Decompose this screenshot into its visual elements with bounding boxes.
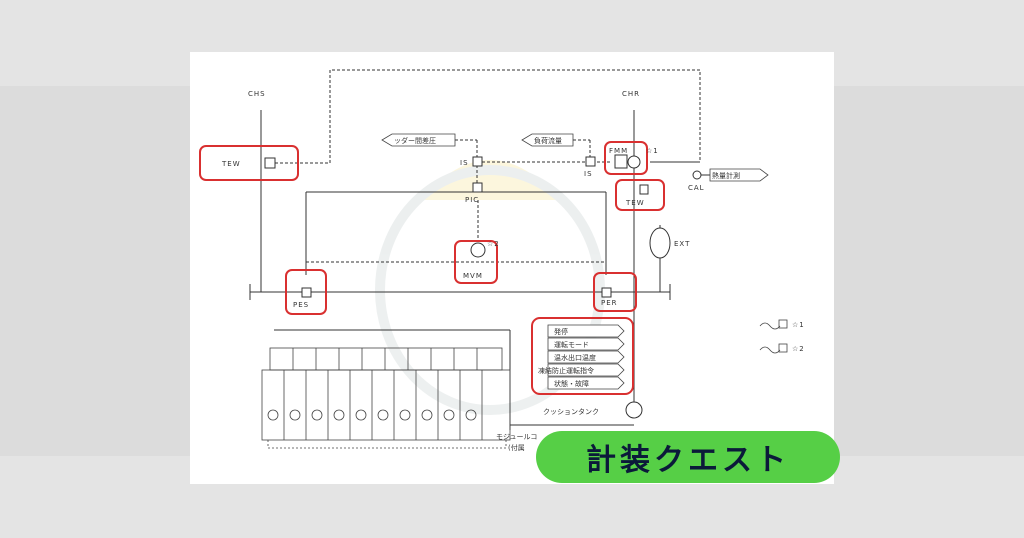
fmm-mark: ☆1 — [646, 147, 659, 155]
status-item-3: 温水出口温度 — [554, 353, 596, 362]
is-right-symbol — [585, 156, 596, 167]
per-symbol — [601, 287, 612, 298]
ext-label: EXT — [674, 240, 690, 248]
pes-symbol — [301, 287, 312, 298]
highlight-tew-left — [199, 145, 299, 181]
brand-badge: 計装クエスト — [536, 431, 840, 483]
status-item-1: 発停 — [554, 327, 568, 336]
status-panel — [547, 324, 625, 390]
fmm-label: FMM — [609, 147, 628, 155]
is-right-label: IS — [584, 170, 593, 178]
tew-right-label: TEW — [625, 199, 645, 207]
legend-mark-2: ☆2 — [792, 345, 805, 353]
status-item-4: 凍結防止運転指令 — [538, 366, 594, 375]
status-item-2: 運転モード — [554, 340, 589, 349]
module-label-line2: (付属 — [508, 443, 525, 452]
cal-symbol — [692, 170, 702, 180]
is-center-label: IS — [460, 159, 469, 167]
fmm-meter — [627, 155, 641, 169]
pic-symbol — [472, 182, 483, 193]
watermark — [375, 160, 605, 415]
chs-label: CHS — [248, 90, 266, 98]
mvm-mark: ☆2 — [487, 240, 500, 248]
status-item-5: 状態・故障 — [554, 379, 589, 388]
heat-metering-label: 熱量計測 — [712, 171, 740, 180]
highlight-status-panel — [531, 317, 634, 395]
pes-label: PES — [293, 301, 309, 309]
cal-label: CAL — [688, 184, 705, 192]
heat-metering-box — [709, 168, 769, 182]
mvm-label: MVM — [463, 272, 483, 280]
tew-right-sensor — [639, 184, 649, 195]
brand-badge-text: 計装クエスト — [586, 443, 790, 478]
cushion-tank-label: クッションタンク — [543, 407, 599, 416]
legend-mark-1: ☆1 — [792, 321, 805, 329]
chr-label: CHR — [622, 90, 640, 98]
fmm-body — [614, 154, 628, 169]
ext-tank — [649, 227, 671, 259]
is-center-symbol — [472, 156, 483, 167]
highlight-fmm — [604, 141, 648, 175]
mvm-actuator — [470, 242, 486, 258]
highlight-per — [593, 272, 637, 312]
tew-left-sensor — [264, 157, 276, 169]
pic-label: PIC — [465, 196, 479, 204]
diagram-sheet — [190, 52, 834, 484]
tew-left-label: TEW — [221, 160, 241, 168]
legend — [759, 319, 788, 354]
cushion-tank-symbol — [625, 401, 643, 419]
per-label: PER — [601, 299, 618, 307]
load-flow-box — [521, 133, 574, 147]
highlight-mvm — [454, 240, 498, 284]
header-pressure-box — [381, 133, 456, 147]
header-pressure-label: ッダー間差圧 — [394, 136, 436, 145]
load-flow-label: 負荷流量 — [534, 136, 562, 145]
highlight-tew-right — [615, 179, 665, 211]
chiller-modules — [261, 347, 511, 449]
highlight-pes — [285, 269, 327, 315]
module-label-line1: モジュールコ — [496, 433, 537, 441]
